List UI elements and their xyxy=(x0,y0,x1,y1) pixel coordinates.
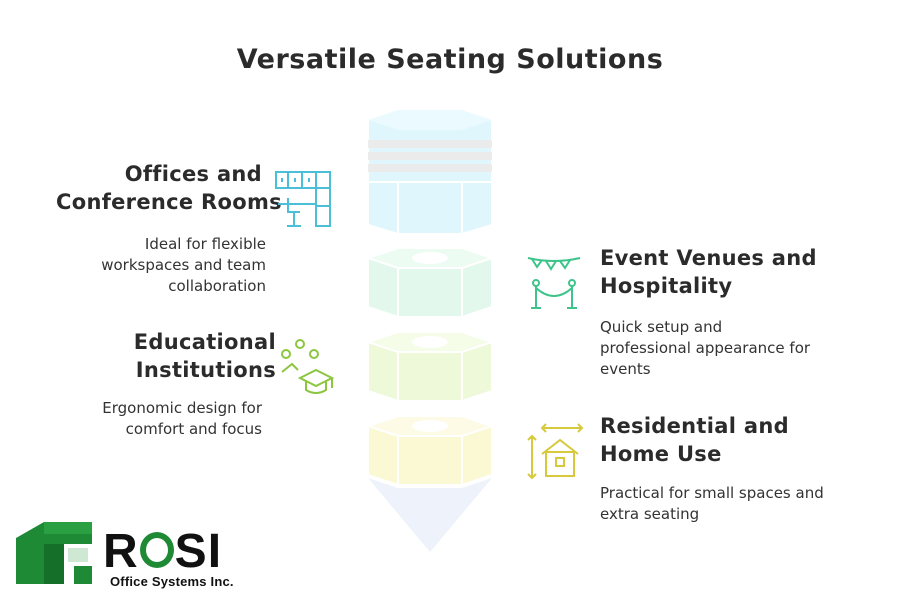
tower-tier-events xyxy=(364,247,496,318)
page-title: Versatile Seating Solutions xyxy=(236,44,664,75)
offices-heading: Offices and xyxy=(124,162,262,186)
tower-tier-residential xyxy=(364,415,496,486)
bunting-rope-barrier-icon xyxy=(527,257,581,309)
residential-description: Practical for small spaces and extra sea… xyxy=(600,484,824,523)
offices-heading-line2: Conference Rooms xyxy=(56,190,282,214)
cubicle-logo-icon xyxy=(16,522,92,584)
residential-heading: Residential and Home Use xyxy=(600,414,789,466)
office-cabinet-desk-icon xyxy=(275,171,331,227)
tower-cone xyxy=(368,478,492,552)
recycle-o-icon xyxy=(139,532,174,568)
events-description: Quick setup and professional appearance … xyxy=(600,318,811,378)
offices-description: Ideal for flexible workspaces and team c… xyxy=(101,235,266,295)
tower-tier-offices xyxy=(367,109,493,235)
events-heading: Event Venues and Hospitality xyxy=(600,246,817,298)
education-heading: Educational Institutions xyxy=(133,330,276,382)
tower-tier-education xyxy=(364,331,496,402)
house-dimensions-icon xyxy=(527,423,584,480)
education-description: Ergonomic design for comfort and focus xyxy=(102,399,262,438)
graduation-cap-icon xyxy=(281,339,335,394)
logo-subtitle: Office Systems Inc. xyxy=(110,574,234,589)
